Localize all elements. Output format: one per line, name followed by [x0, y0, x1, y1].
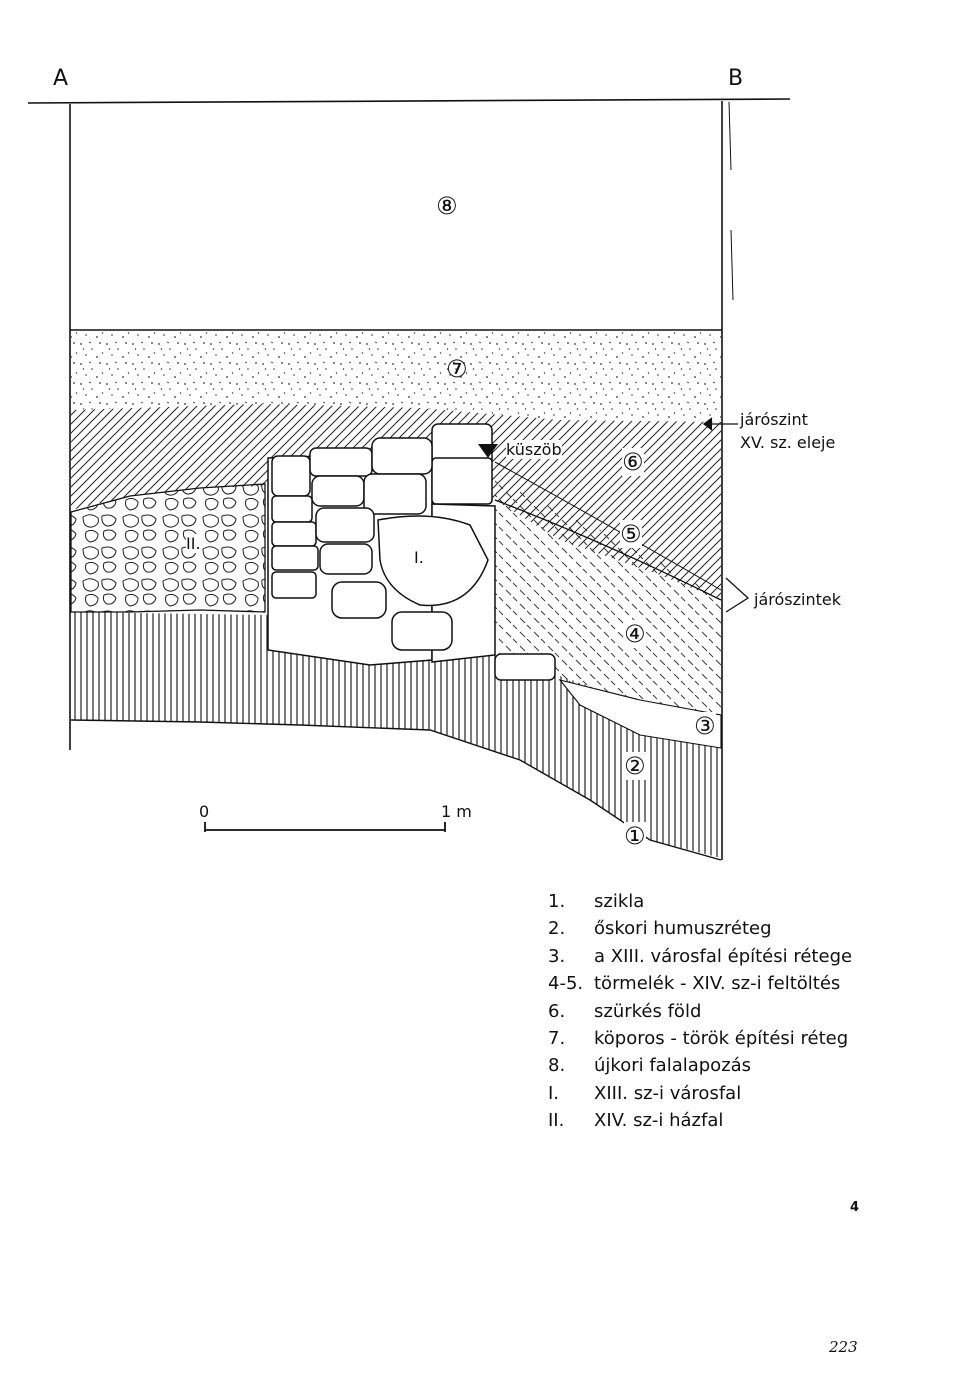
- corner-label-a: A: [53, 66, 69, 91]
- scale-bar: [204, 822, 446, 832]
- walk-levels-label: járószintek: [754, 590, 841, 609]
- legend-item-text: köporos - török építési réteg: [594, 1027, 849, 1049]
- layer-marker-6: ⑥: [622, 448, 644, 476]
- wall-ii: [70, 483, 266, 613]
- legend-item-text: a XIII. városfal építési rétege: [594, 945, 853, 967]
- legend-item-text: törmelék - XIV. sz-i feltöltés: [594, 973, 841, 995]
- layer-marker-2: ②: [624, 752, 646, 780]
- legend-item-number: 4-5.: [548, 973, 584, 995]
- legend-item-number: 7.: [548, 1027, 566, 1049]
- stratigraphic-section-drawing: [27, 98, 791, 861]
- walk-level-label: járószint: [740, 410, 808, 429]
- legend-item-text: XIII. sz-i városfal: [594, 1082, 742, 1104]
- layer-marker-1: ①: [624, 822, 646, 850]
- legend-item: 1. szikla: [548, 888, 852, 915]
- legend-item: 3. a XIII. városfal építési rétege: [548, 943, 852, 970]
- legend-item: 7. köporos - török építési réteg: [548, 1025, 852, 1052]
- corner-label-b: B: [728, 66, 744, 91]
- wall-i: [267, 423, 556, 681]
- legend-item-text: XIV. sz-i házfal: [594, 1110, 724, 1132]
- layer-3: [558, 679, 722, 749]
- walk-level-arrow: [702, 417, 738, 431]
- threshold-label: küszöb: [506, 440, 562, 459]
- legend-item-number: 6.: [548, 1000, 566, 1022]
- legend-item-number: 2.: [548, 918, 566, 940]
- top-line: [27, 98, 791, 104]
- legend-item: 2. őskori humuszréteg: [548, 915, 852, 942]
- legend-item: II. XIV. sz-i házfal: [548, 1107, 852, 1134]
- legend-item-text: újkori falalapozás: [594, 1055, 752, 1077]
- legend-item-text: szikla: [594, 891, 645, 912]
- legend-item-number: I.: [548, 1082, 560, 1104]
- wall-label-i: I.: [414, 548, 424, 567]
- legend-item: I. XIII. sz-i városfal: [548, 1080, 852, 1107]
- scale-end-label: 1 m: [441, 802, 472, 821]
- legend-item-text: szürkés föld: [594, 1000, 702, 1022]
- walk-levels-bracket: [725, 577, 750, 613]
- legend: 1. szikla 2. őskori humuszréteg 3. a XIII. vá…: [548, 888, 852, 1135]
- legend-item: 4-5. törmelék - XIV. sz-i feltöltés: [548, 970, 852, 997]
- legend-item: 6. szürkés föld: [548, 998, 852, 1025]
- layer-marker-3: ③: [694, 712, 716, 740]
- legend-item-number: II.: [548, 1110, 565, 1132]
- wall-label-ii: II.: [186, 534, 201, 553]
- legend-item-number: 8.: [548, 1055, 566, 1077]
- page-number: 223: [829, 1338, 858, 1356]
- legend-item-number: 1.: [548, 891, 566, 912]
- legend-item: 8. újkori falalapozás: [548, 1052, 852, 1079]
- legend-item-text: őskori humuszréteg: [594, 918, 772, 940]
- layer-marker-4: ④: [624, 620, 646, 648]
- layer-7: [71, 331, 721, 422]
- layer-2: [71, 612, 721, 858]
- scale-start-label: 0: [199, 802, 210, 821]
- layer-marker-5: ⑤: [620, 520, 642, 548]
- legend-item-number: 3.: [548, 945, 566, 967]
- layer-marker-8: ⑧: [436, 192, 458, 220]
- layer-marker-7: ⑦: [446, 355, 468, 383]
- threshold-marker: [478, 444, 498, 458]
- walk-level-date-label: XV. sz. eleje: [740, 433, 836, 452]
- figure-number: 4: [850, 1200, 860, 1215]
